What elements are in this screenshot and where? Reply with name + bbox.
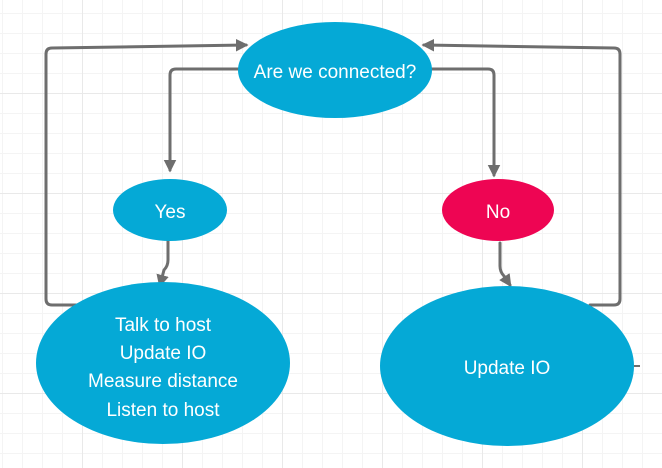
node-no-actions-label: Update IO: [464, 358, 551, 379]
node-no-shape: [442, 179, 554, 241]
edge-actions-loop-back[interactable]: [44, 38, 249, 307]
edge-no-to-update[interactable]: [498, 241, 512, 288]
node-yes-actions[interactable]: Talk to host Update IO Measure distance …: [36, 282, 290, 444]
node-no-actions-shape: [380, 286, 634, 446]
node-yes-actions-line: Listen to host: [106, 400, 220, 421]
node-no-label: No: [486, 202, 510, 223]
node-yes-actions-line: Talk to host: [115, 315, 212, 336]
node-yes-actions-line: Update IO: [120, 343, 207, 364]
edge-yes-to-actions[interactable]: [156, 238, 170, 288]
node-yes-shape: [113, 179, 227, 241]
node-question-label: Are we connected?: [254, 62, 417, 83]
node-question-shape: [238, 22, 432, 118]
edge-question-to-yes[interactable]: [163, 67, 248, 173]
node-yes-actions-line: Measure distance: [88, 371, 238, 392]
node-yes-label: Yes: [155, 202, 186, 223]
node-question[interactable]: Are we connected?: [238, 22, 432, 118]
edge-update-loop-back[interactable]: [421, 38, 622, 307]
edges: [44, 38, 622, 307]
node-no-actions[interactable]: Update IO: [380, 286, 634, 446]
node-yes[interactable]: Yes: [113, 179, 227, 241]
edge-question-to-no[interactable]: [422, 67, 501, 178]
node-yes-actions-shape: [36, 282, 290, 444]
node-no[interactable]: No: [442, 179, 554, 241]
